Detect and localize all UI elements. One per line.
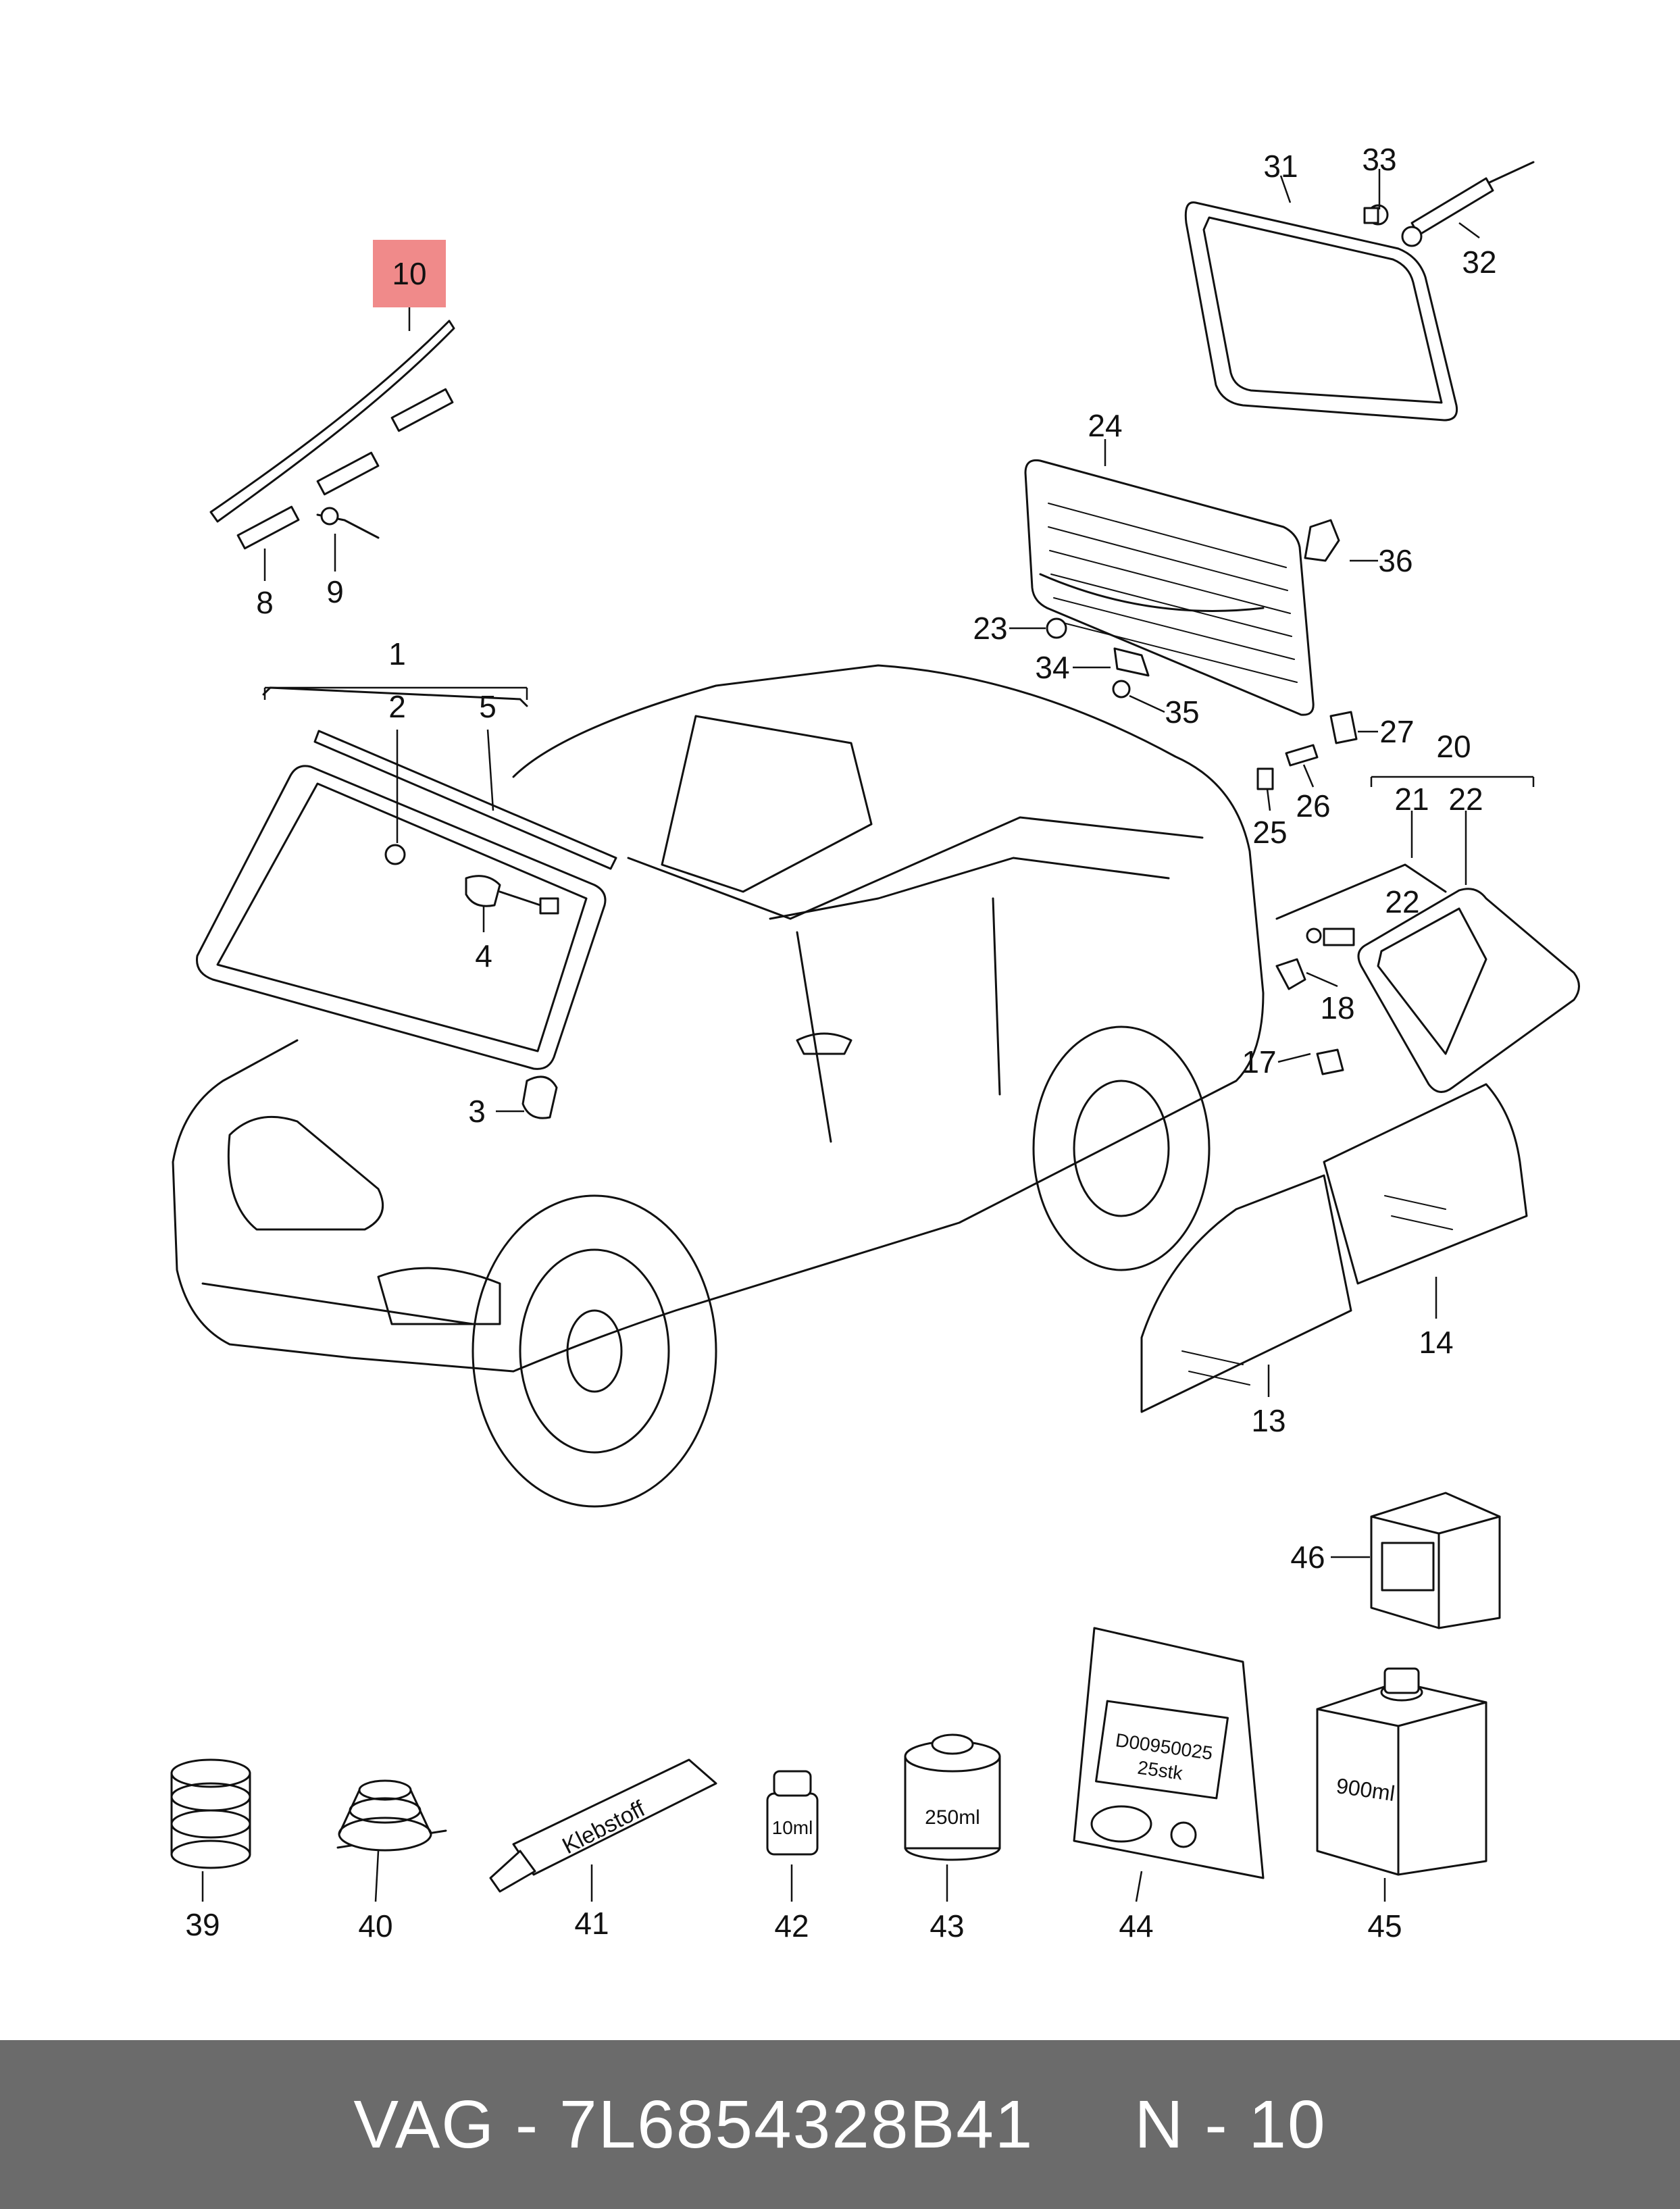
door-glass-parts bbox=[1140, 1083, 1528, 1413]
callout-2: 2 bbox=[388, 689, 406, 724]
vehicle-outline bbox=[172, 664, 1265, 1508]
footer-part-number: VAG - 7L6854328B41 N - 10 bbox=[353, 2086, 1327, 2162]
callout-27: 27 bbox=[1379, 714, 1414, 749]
callout-26: 26 bbox=[1296, 788, 1330, 823]
callout-20: 20 bbox=[1436, 729, 1471, 764]
callout-4: 4 bbox=[475, 938, 492, 973]
callout-36: 36 bbox=[1378, 543, 1412, 578]
bottle-42-label: 10ml bbox=[772, 1817, 813, 1838]
callout-14: 14 bbox=[1419, 1325, 1453, 1360]
callout-8: 8 bbox=[256, 585, 274, 620]
gas-strut-part bbox=[1363, 161, 1535, 247]
sealing-cord-roll-40 bbox=[336, 1779, 447, 1852]
fastener-parts bbox=[1046, 617, 1358, 790]
callout-43: 43 bbox=[930, 1908, 964, 1944]
quarter-window-part bbox=[1275, 863, 1580, 1093]
callout-25: 25 bbox=[1252, 815, 1287, 850]
callout-46: 46 bbox=[1290, 1540, 1325, 1575]
callout-17: 17 bbox=[1242, 1044, 1276, 1080]
callout-18: 18 bbox=[1320, 990, 1354, 1025]
callout-13: 13 bbox=[1251, 1403, 1286, 1438]
rear-window-seal-part bbox=[1184, 201, 1458, 422]
adhesive-tube-41: Klebstoff bbox=[489, 1758, 717, 1893]
callout-leaders bbox=[201, 169, 1535, 1902]
callout-33: 33 bbox=[1362, 142, 1396, 177]
canister-45: 900ml bbox=[1316, 1667, 1487, 1876]
callout-23: 23 bbox=[973, 611, 1007, 646]
callout-9: 9 bbox=[326, 574, 344, 609]
primer-bottle-42: 10ml bbox=[766, 1770, 819, 1856]
rear-window-glass-part bbox=[1024, 459, 1340, 716]
callout-1: 1 bbox=[388, 636, 406, 671]
callout-5: 5 bbox=[479, 689, 497, 724]
sealing-cord-roll-39 bbox=[170, 1758, 251, 1869]
parts-diagram: Klebstoff 10ml 250ml D00950025 25stk 900… bbox=[170, 142, 1580, 1944]
footer-bar: VAG - 7L6854328B41 N - 10 bbox=[0, 2040, 1680, 2209]
can-43-label: 250ml bbox=[925, 1806, 980, 1829]
callout-44: 44 bbox=[1119, 1908, 1153, 1944]
callout-3: 3 bbox=[468, 1094, 486, 1129]
callout-highlight bbox=[373, 240, 446, 307]
activator-can-43: 250ml bbox=[904, 1733, 1001, 1861]
callout-41: 41 bbox=[574, 1906, 609, 1941]
callout-40: 40 bbox=[358, 1908, 392, 1944]
callout-31: 31 bbox=[1263, 149, 1298, 184]
windshield-part bbox=[195, 686, 617, 1119]
callout-10: 10 bbox=[392, 256, 426, 291]
callout-34: 34 bbox=[1035, 650, 1069, 685]
parts-bag-44: D00950025 25stk bbox=[1073, 1627, 1265, 1879]
callout-22: 22 bbox=[1385, 884, 1419, 919]
callout-42: 42 bbox=[774, 1908, 809, 1944]
callout-22: 22 bbox=[1448, 782, 1483, 817]
box-part bbox=[1370, 1492, 1501, 1629]
callout-39: 39 bbox=[185, 1907, 220, 1942]
callout-45: 45 bbox=[1367, 1908, 1402, 1944]
callout-24: 24 bbox=[1088, 408, 1122, 443]
callout-32: 32 bbox=[1462, 245, 1496, 280]
trim-strip-part bbox=[209, 320, 455, 550]
callout-35: 35 bbox=[1165, 694, 1199, 730]
callout-21: 21 bbox=[1394, 782, 1429, 817]
